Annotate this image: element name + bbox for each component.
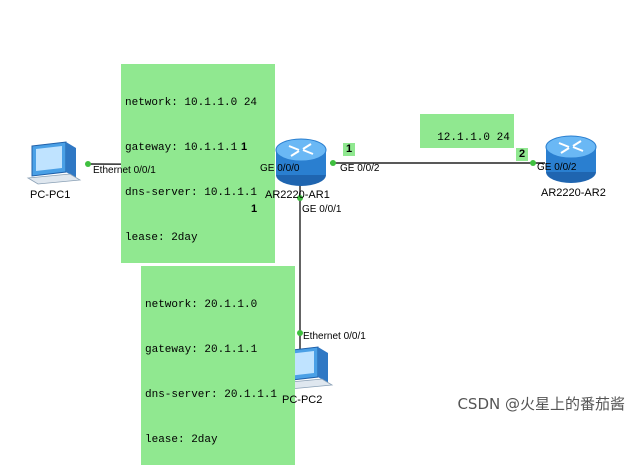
port-label-ar2-ge002: GE 0/0/2 [537,162,577,173]
port-label-pc2-eth: Ethernet 0/0/1 [303,331,366,342]
port-label-ar1-ge000: GE 0/0/0 [260,163,300,174]
tag-ar1-ge000: 1 [238,141,251,154]
note2-line-gateway: gateway: 20.1.1.1 [145,344,258,356]
csdn-watermark: CSDN @火星上的番茄酱 [457,395,625,413]
device-label-ar1: AR2220-AR1 [265,189,330,201]
tag-ar2-ge002: 2 [516,148,529,161]
note1-line-gateway: gateway: 10.1.1.1 [125,142,238,154]
port-label-pc1-eth: Ethernet 0/0/1 [93,165,156,176]
link-subnet-note: 12.1.1.0 24 [420,114,514,148]
ar1-router-icon[interactable] [275,138,327,186]
link-subnet-text: 12.1.1.0 24 [437,132,510,144]
note2-line-dns: dns-server: 20.1.1.1 [145,389,278,401]
note1-line-dns: dns-server: 10.1.1.1 [125,187,258,199]
device-label-ar2: AR2220-AR2 [541,187,606,199]
topology-canvas [26,135,597,390]
port-dot-ar1-ge001 [297,195,303,201]
tag-ar1-ge002: 1 [343,143,356,156]
port-label-ar1-ge002: GE 0/0/2 [340,163,380,174]
port-dot-pc2 [297,330,303,336]
note2-line-network: network: 20.1.1.0 [145,299,258,311]
pc1-computer-icon[interactable] [26,141,82,185]
port-dot-ar2-ge002 [530,160,536,166]
port-dot-ar1-ge002 [330,160,336,166]
dhcp-pool-note-1: network: 10.1.1.0 24 gateway: 10.1.1.1 d… [121,64,275,263]
port-label-ar1-ge001: GE 0/0/1 [302,204,342,215]
device-label-pc2: PC-PC2 [282,394,323,406]
device-label-pc1: PC-PC1 [30,189,71,201]
note1-line-network: network: 10.1.1.0 24 [125,97,258,109]
ar2-router-icon[interactable] [545,135,597,183]
port-dot-pc1 [85,161,91,167]
note2-line-lease: lease: 2day [145,434,218,446]
tag-ar1-ge001: 1 [248,203,261,216]
note1-line-lease: lease: 2day [125,232,198,244]
dhcp-pool-note-2: network: 20.1.1.0 gateway: 20.1.1.1 dns-… [141,266,295,465]
